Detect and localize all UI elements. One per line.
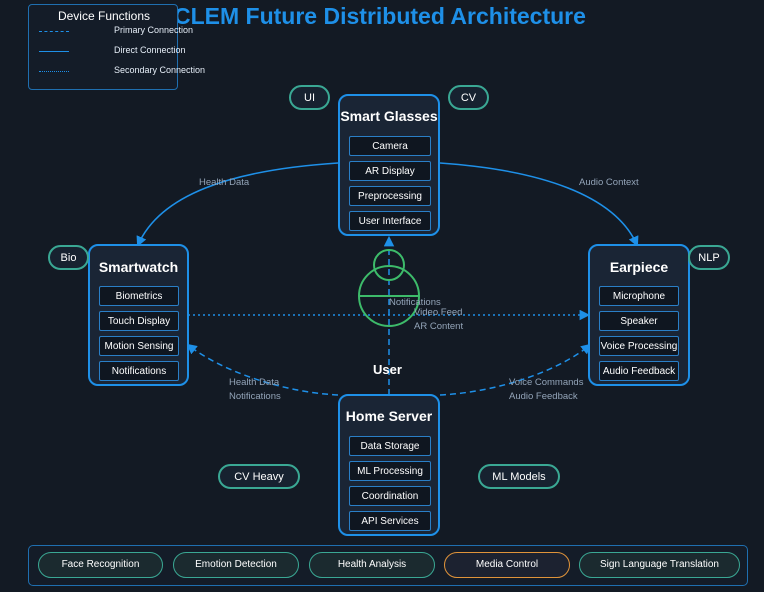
label-ar-content: AR Content (414, 321, 464, 332)
label-health-data-bottom: Health Data (229, 377, 280, 388)
device-title: Smartwatch (98, 259, 179, 275)
label-video-feed: Video Feed (414, 307, 463, 318)
feature-emotion-detection[interactable]: Emotion Detection (173, 552, 299, 578)
device-title: Earpiece (609, 259, 669, 275)
tag-nlp: NLP (688, 245, 730, 270)
device-smart-glasses[interactable]: Smart Glasses Camera AR Display Preproce… (338, 94, 440, 236)
function-motion-sensing: Motion Sensing (99, 336, 179, 356)
label-notifications-bottom: Notifications (229, 391, 281, 402)
function-microphone: Microphone (599, 286, 679, 306)
function-camera: Camera (349, 136, 431, 156)
device-title: Smart Glasses (340, 108, 438, 124)
feature-media-control[interactable]: Media Control (444, 552, 570, 578)
tag-cv-heavy: CV Heavy (218, 464, 300, 489)
label-health-data-top: Health Data (199, 177, 250, 188)
function-api-services: API Services (349, 511, 431, 531)
tag-ui: UI (289, 85, 330, 110)
user-head (373, 249, 405, 281)
device-smartwatch[interactable]: Smartwatch Biometrics Touch Display Moti… (88, 244, 189, 386)
label-voice-commands: Voice Commands (509, 377, 584, 388)
connection-glasses-watch (136, 162, 339, 247)
feature-face-recognition[interactable]: Face Recognition (38, 552, 163, 578)
function-notifications: Notifications (99, 361, 179, 381)
legend-title: Device Functions (57, 9, 151, 23)
function-voice-processing: Voice Processing (599, 336, 679, 356)
connection-server-watch (186, 343, 339, 396)
tag-bio: Bio (48, 245, 89, 270)
solid-line-icon (39, 51, 69, 52)
device-home-server[interactable]: Home Server Data Storage ML Processing C… (338, 394, 440, 536)
feature-health-analysis[interactable]: Health Analysis (309, 552, 435, 578)
device-title: Home Server (345, 408, 433, 424)
user-label: User (373, 362, 402, 377)
device-earpiece[interactable]: Earpiece Microphone Speaker Voice Proces… (588, 244, 690, 386)
tag-ml-models: ML Models (478, 464, 560, 489)
function-biometrics: Biometrics (99, 286, 179, 306)
label-audio-feedback: Audio Feedback (509, 391, 578, 402)
function-ar-display: AR Display (349, 161, 431, 181)
connection-glasses-earpiece (439, 162, 639, 247)
dotted-line-icon (39, 71, 69, 72)
page-title: CLEM Future Distributed Architecture (174, 3, 586, 29)
connection-server-earpiece (439, 343, 592, 396)
function-user-interface: User Interface (349, 211, 431, 231)
label-notifications-center: Notifications (389, 297, 441, 308)
function-speaker: Speaker (599, 311, 679, 331)
function-audio-feedback: Audio Feedback (599, 361, 679, 381)
function-coordination: Coordination (349, 486, 431, 506)
feature-sign-language-translation[interactable]: Sign Language Translation (579, 552, 740, 578)
legend: Device Functions Primary Connection Dire… (28, 4, 205, 90)
function-ml-processing: ML Processing (349, 461, 431, 481)
label-audio-context: Audio Context (579, 177, 639, 188)
function-data-storage: Data Storage (349, 436, 431, 456)
function-touch-display: Touch Display (99, 311, 179, 331)
function-preprocessing: Preprocessing (349, 186, 431, 206)
feature-bar: Face Recognition Emotion Detection Healt… (28, 545, 748, 586)
tag-cv: CV (448, 85, 489, 110)
dashed-line-icon (39, 31, 69, 32)
